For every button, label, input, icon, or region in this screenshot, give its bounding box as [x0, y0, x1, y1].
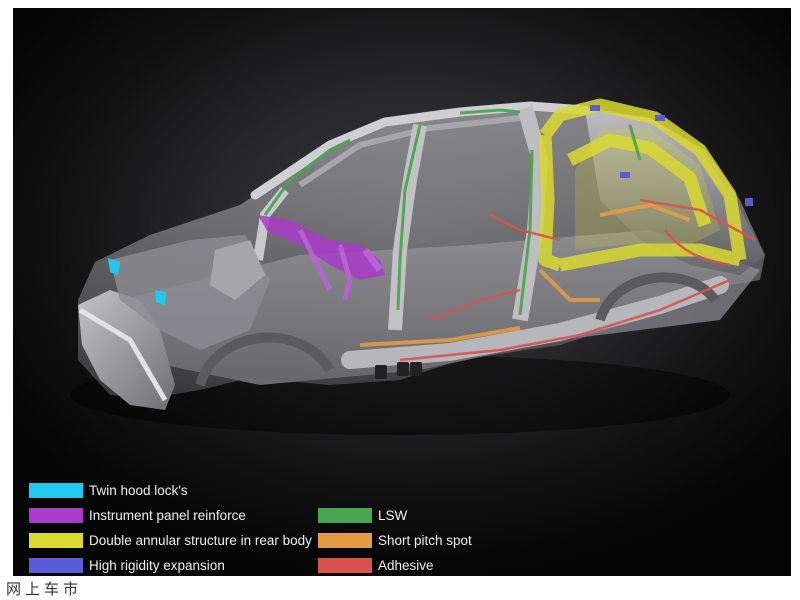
- legend-label: Instrument panel reinforce: [89, 507, 246, 523]
- roof-rail: [250, 101, 590, 200]
- legend-swatch: [29, 482, 83, 498]
- legend-item-twin-hood: Twin hood lock's: [29, 480, 188, 500]
- legend-label: Twin hood lock's: [89, 482, 188, 498]
- legend-label: High rigidity expansion: [89, 557, 225, 573]
- rear-body: [585, 110, 765, 275]
- rigidity-expansion-markers: [590, 105, 753, 206]
- legend-swatch: [318, 507, 372, 523]
- legend-item-adhesive: Adhesive: [318, 555, 434, 575]
- hood-lock-markers: [108, 258, 166, 305]
- legend-label: Double annular structure in rear body: [89, 532, 312, 548]
- car-body-illustration: [70, 98, 765, 435]
- short-pitch-overlay: [359, 202, 691, 347]
- side-sill: [341, 276, 729, 369]
- legend-item-rigidity: High rigidity expansion: [29, 555, 225, 575]
- legend-item-lsw: LSW: [318, 505, 407, 525]
- legend-item-instrument: Instrument panel reinforce: [29, 505, 246, 525]
- legend-item-pitch: Short pitch spot: [318, 530, 472, 550]
- adhesive-overlay: [399, 198, 756, 362]
- rear-wheel-arch: [595, 272, 720, 322]
- lsw-overlay: [263, 108, 642, 316]
- rocker-vents: [375, 362, 422, 379]
- legend-item-annular: Double annular structure in rear body: [29, 530, 312, 550]
- legend-label: Short pitch spot: [378, 532, 472, 548]
- legend-swatch: [29, 532, 83, 548]
- legend-swatch: [29, 507, 83, 523]
- image-frame: Twin hood lock's Instrument panel reinfo…: [13, 8, 791, 576]
- legend-label: Adhesive: [378, 557, 434, 573]
- legend-swatch: [318, 532, 372, 548]
- legend-swatch: [29, 557, 83, 573]
- bumper-beam: [78, 307, 168, 402]
- legend-label: LSW: [378, 507, 408, 523]
- front-wheel-arch: [195, 332, 335, 387]
- legend: Twin hood lock's Instrument panel reinfo…: [13, 8, 791, 576]
- c-pillar: [512, 105, 549, 322]
- legend-swatch: [318, 557, 372, 573]
- watermark: 网上车市: [6, 580, 83, 598]
- roof-rail-inner: [298, 115, 521, 188]
- instrument-panel-overlay: [258, 215, 385, 301]
- strut-tower: [210, 240, 265, 300]
